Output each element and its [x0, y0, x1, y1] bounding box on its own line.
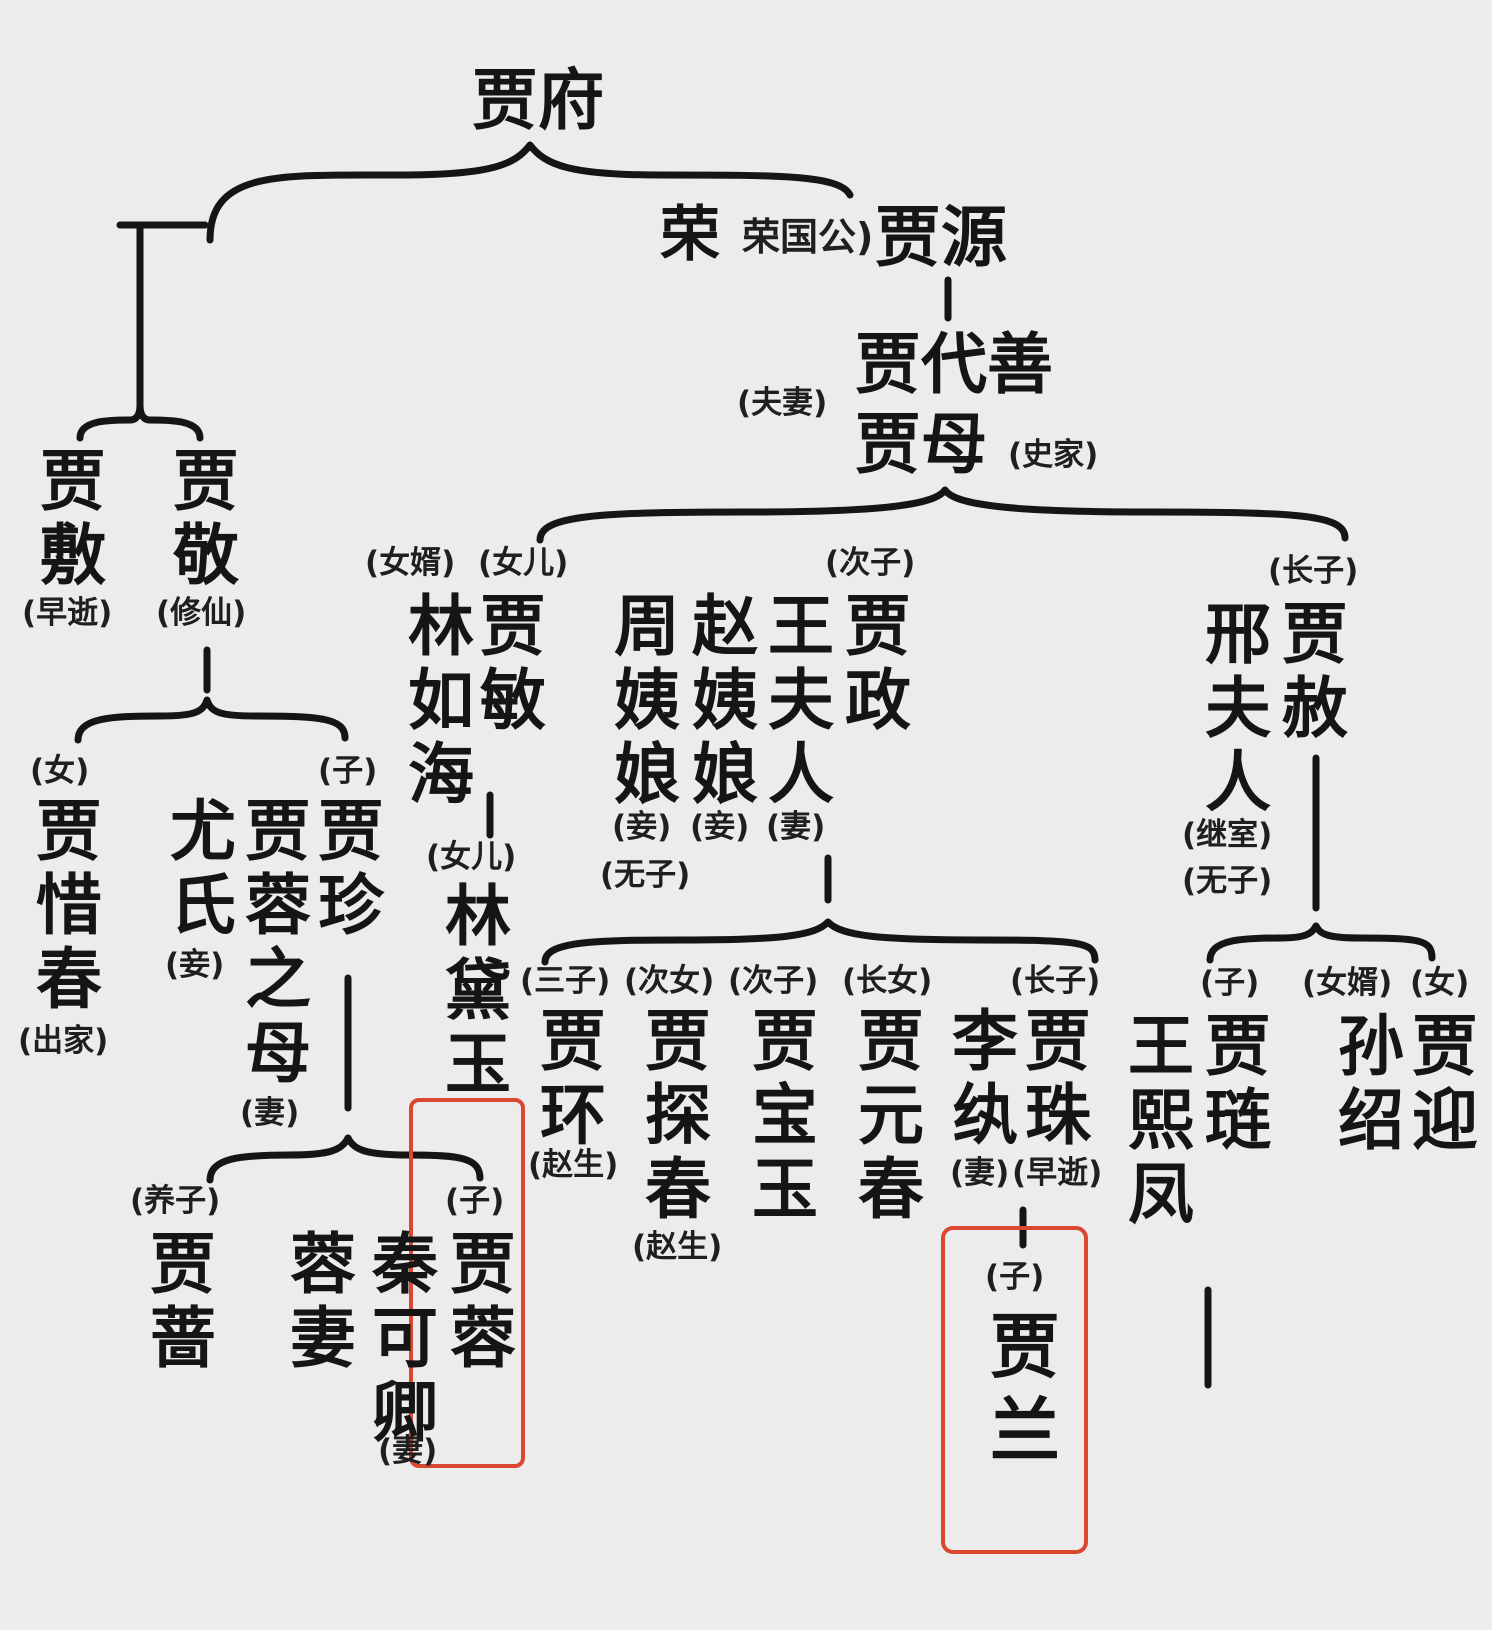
wangfuren-note: (妻) — [766, 809, 826, 845]
couple-note: (夫妻) — [737, 385, 828, 421]
sunshaozu-role: (女婿) — [1302, 965, 1393, 1001]
jing-children-brace — [74, 696, 349, 744]
jiamin-name: 贾敏 — [480, 588, 546, 739]
she-children-brace — [1206, 922, 1436, 964]
highlight-box-jiarong — [409, 1098, 525, 1468]
zhen-children-brace — [206, 1134, 484, 1184]
qiang-name: 贾蔷 — [150, 1226, 216, 1377]
top-brace — [206, 141, 854, 244]
jiamu-children-brace — [536, 486, 1349, 544]
sunshaozu-name: 孙绍 — [1338, 1008, 1404, 1159]
jiamin-role: (女儿) — [478, 545, 569, 581]
she-name: 贾赦 — [1282, 596, 1348, 747]
tanchun-role: (次女) — [624, 963, 715, 999]
zhao-name: 赵姨娘 — [692, 588, 758, 813]
zhou-note2: (无子) — [600, 857, 691, 893]
yuanchun-role: (长女) — [842, 963, 933, 999]
rong-wife-label: 蓉妻 — [290, 1226, 356, 1377]
xingfuren-note2: (无子) — [1182, 863, 1273, 899]
rong-mother-note: (妻) — [240, 1095, 300, 1131]
rong-mother-name: 贾蓉之母 — [245, 793, 311, 1092]
fu-note: (早逝) — [22, 595, 113, 631]
jiamu-name: 贾母 — [855, 406, 987, 483]
lian-name: 贾琏 — [1205, 1008, 1271, 1159]
zhou-note: (妾) — [612, 809, 672, 845]
xichun-role: (女) — [30, 753, 90, 789]
rong-seal-glyph: 荣 — [660, 200, 720, 270]
qiang-role: (养子) — [130, 1183, 221, 1219]
qinkeqing-name: 秦可卿 — [372, 1226, 438, 1451]
zhou-name: 周姨娘 — [614, 588, 680, 813]
ruhai-role: (女婿) — [365, 545, 456, 581]
yingchun-role: (女) — [1410, 965, 1470, 1001]
liwan-note: (妻) — [950, 1155, 1010, 1191]
lan-name: 贾兰 — [990, 1306, 1060, 1472]
fu-name: 贾敷 — [40, 443, 106, 594]
zhu-name: 贾珠 — [1025, 1003, 1091, 1154]
ruhai-name: 林如海 — [408, 588, 474, 813]
zhu-note: (早逝) — [1012, 1155, 1103, 1191]
zheng-children-brace — [541, 918, 1099, 966]
huan-name: 贾环 — [540, 1003, 606, 1154]
xichun-name: 贾惜春 — [36, 793, 102, 1018]
youshi-name: 尤氏 — [170, 793, 236, 944]
daiyu-name: 林黛玉 — [445, 878, 511, 1103]
zheng-name: 贾政 — [845, 588, 911, 739]
youshi-note: (妾) — [165, 947, 225, 983]
rong-name: 贾源 — [875, 199, 1007, 276]
lian-role: (子) — [1200, 965, 1260, 1001]
rong-note: 荣国公) — [742, 215, 874, 259]
highlight-box-jialan — [941, 1226, 1088, 1554]
zhao-note: (妾) — [690, 809, 750, 845]
xifeng-name: 王熙凤 — [1128, 1008, 1194, 1233]
zhen-role: (子) — [318, 753, 378, 789]
jing-name: 贾敬 — [173, 443, 239, 594]
xingfuren-name: 邢夫人 — [1205, 596, 1271, 821]
qinkeqing-note: (妻) — [378, 1433, 438, 1469]
diagram-title: 贾府 — [472, 62, 604, 139]
zhen-name: 贾珍 — [318, 793, 384, 944]
she-role: (长子) — [1268, 553, 1359, 589]
baoyu-role: (次子) — [728, 963, 819, 999]
tanchun-name: 贾探春 — [645, 1003, 711, 1228]
lan-role: (子) — [985, 1259, 1045, 1295]
tanchun-note: (赵生) — [632, 1229, 723, 1265]
huan-role: (三子) — [520, 963, 611, 999]
daishan-name: 贾代善 — [855, 326, 1053, 403]
liwan-name: 李纨 — [952, 1003, 1018, 1154]
jiarong-role: (子) — [445, 1183, 505, 1219]
zheng-role: (次子) — [825, 545, 916, 581]
yingchun-name: 贾迎 — [1412, 1008, 1478, 1159]
yuanchun-name: 贾元春 — [858, 1003, 924, 1228]
huan-note: (赵生) — [528, 1147, 619, 1183]
fu-jing-brace — [76, 401, 204, 442]
zhu-role: (长子) — [1010, 963, 1101, 999]
xichun-note: (出家) — [18, 1023, 109, 1059]
jiarong-name: 贾蓉 — [450, 1226, 516, 1377]
jiamu-note: (史家) — [1008, 437, 1099, 473]
wangfuren-name: 王夫人 — [768, 588, 834, 813]
daiyu-role: (女儿) — [426, 839, 517, 875]
baoyu-name: 贾宝玉 — [752, 1003, 818, 1228]
xingfuren-note: (继室) — [1182, 817, 1273, 853]
jing-note: (修仙) — [156, 595, 247, 631]
